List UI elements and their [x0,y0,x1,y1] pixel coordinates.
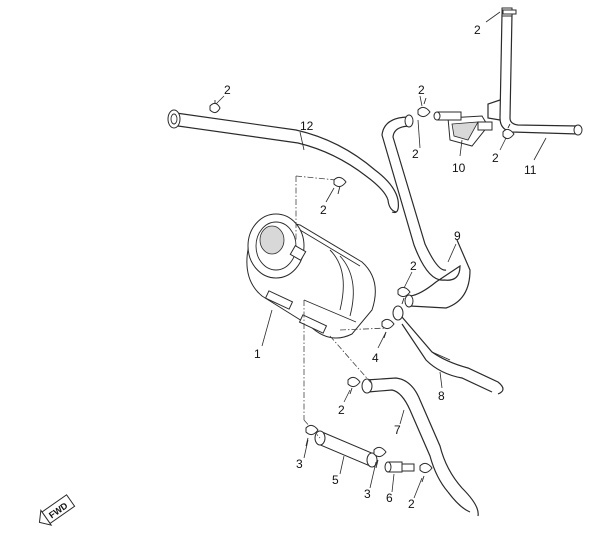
clamp-2-hose9-top [417,97,431,118]
clamp-2-bottom [419,462,433,483]
part-5-tube [314,430,378,468]
clamp-2-canister-top [333,176,347,195]
callout-3-left: 3 [296,457,303,471]
callout-2-hose9-bottom: 2 [410,259,417,273]
callout-8: 8 [438,389,445,403]
hose-9 [381,114,471,309]
callout-labels: 2 2 2 12 2 10 2 11 2 9 2 1 4 8 2 7 3 5 3… [224,23,537,511]
callout-2-hose12: 2 [224,83,231,97]
part-1-canister [246,213,376,339]
callout-10: 10 [452,161,466,175]
callout-11: 11 [524,163,537,177]
part-6-connector [384,461,415,473]
part-10-fitting [433,111,493,147]
callout-2-mid: 2 [412,147,419,161]
callout-9: 9 [454,229,461,243]
callout-5: 5 [332,473,339,487]
leader-lines [215,11,547,499]
hose-11 [487,7,583,136]
clamp-2-top-right [502,9,517,15]
callout-6: 6 [386,491,393,505]
callout-2-hose7: 2 [338,403,345,417]
callout-2-hose9-top: 2 [418,83,425,97]
clamp-3-right [373,446,387,469]
callout-2-top: 2 [474,23,481,37]
callout-3-right: 3 [364,487,371,501]
callout-2-canister: 2 [320,203,327,217]
callout-4: 4 [372,351,379,365]
clamp-2-hose7 [347,376,361,395]
clamp-2-hose11 [502,123,515,140]
clamp-2-hose12-end [209,100,221,114]
hose-7 [361,377,479,517]
clamp-2-hose9-bottom [397,286,411,305]
callout-2-hose11: 2 [492,151,499,165]
callout-2-bottom: 2 [408,497,415,511]
hose-12 [167,109,399,214]
clamp-3-left [305,424,319,447]
clamp-4 [381,318,395,339]
callout-7: 7 [394,423,401,437]
callout-12: 12 [300,119,314,133]
callout-1: 1 [254,347,261,361]
fwd-direction-badge: FWD [38,494,76,526]
hose-8 [392,305,504,395]
